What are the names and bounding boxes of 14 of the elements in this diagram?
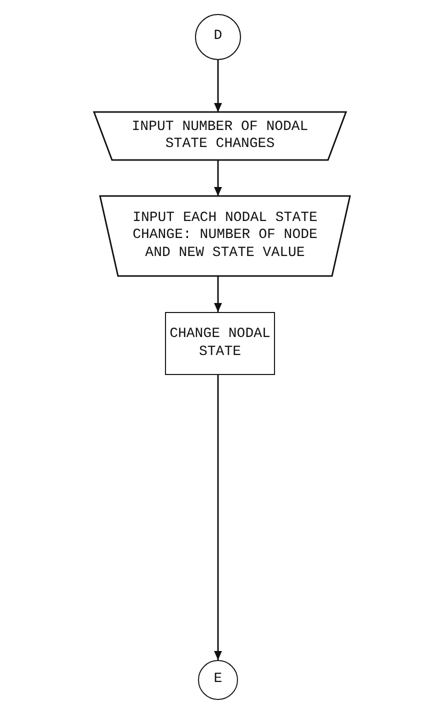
process-box (165, 312, 275, 375)
node-label: E (212, 671, 224, 689)
arrow (214, 160, 222, 196)
connector-circle (198, 660, 238, 700)
node-label: INPUT NUMBER OF NODAL STATE CHANGES (130, 118, 310, 154)
arrow (214, 60, 222, 112)
node-label: INPUT EACH NODAL STATE CHANGE: NUMBER OF NODE AND NEW STATE VALUE (132, 210, 318, 262)
input-trapezoid (100, 196, 350, 276)
node-label: CHANGE NODAL STATE (168, 326, 272, 361)
connector-circle (195, 14, 241, 60)
arrow (214, 276, 222, 312)
input-trapezoid (94, 112, 346, 160)
node-label: D (212, 28, 224, 46)
arrow (214, 375, 222, 660)
